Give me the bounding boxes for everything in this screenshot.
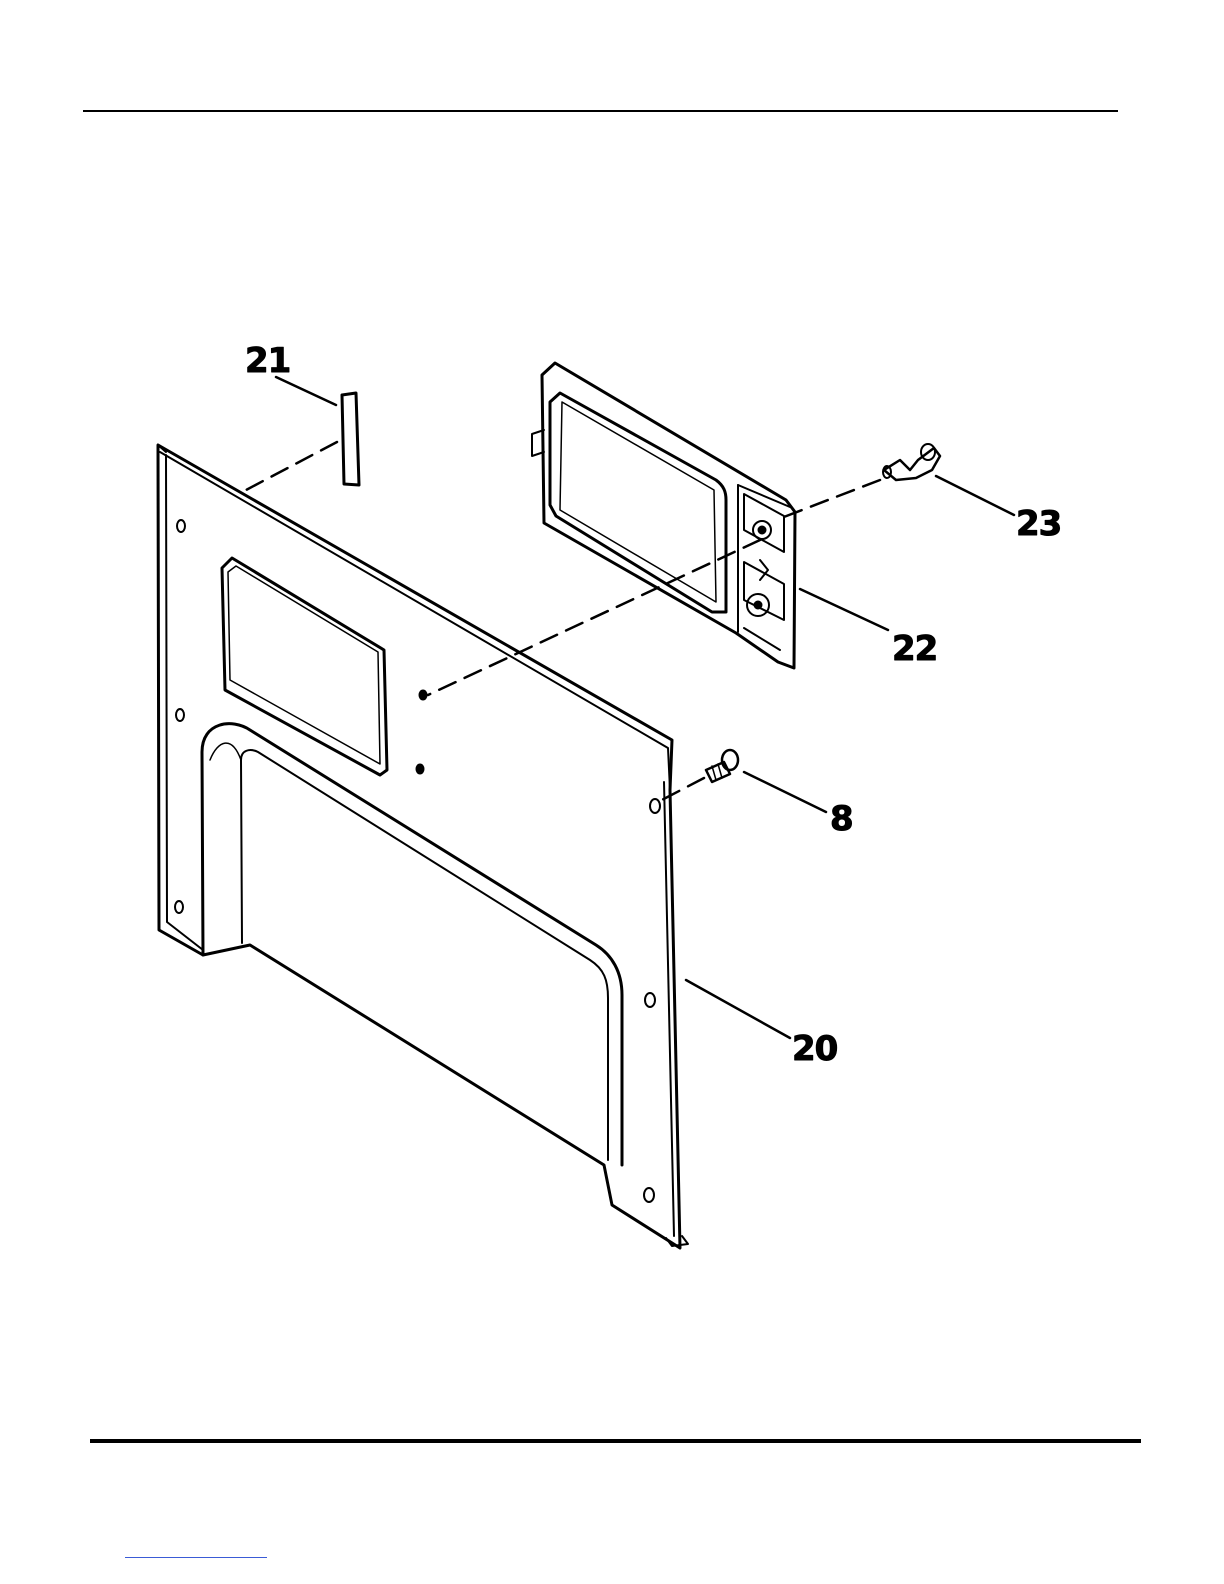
callout-22: 22 — [892, 629, 937, 669]
callout-21: 21 — [245, 341, 290, 381]
panel-part-20 — [158, 445, 688, 1248]
callout-23: 23 — [1016, 504, 1061, 544]
socket-part-23 — [883, 444, 940, 480]
label-part-21 — [342, 393, 359, 485]
callout-8: 8 — [830, 799, 853, 839]
screw-part-8 — [706, 750, 738, 782]
footer-rule — [90, 1439, 1141, 1443]
assembly-dashed-lines — [246, 442, 880, 802]
footer-link-underline — [125, 1557, 267, 1558]
callout-20: 20 — [792, 1029, 838, 1069]
bracket-part-22 — [532, 363, 795, 668]
